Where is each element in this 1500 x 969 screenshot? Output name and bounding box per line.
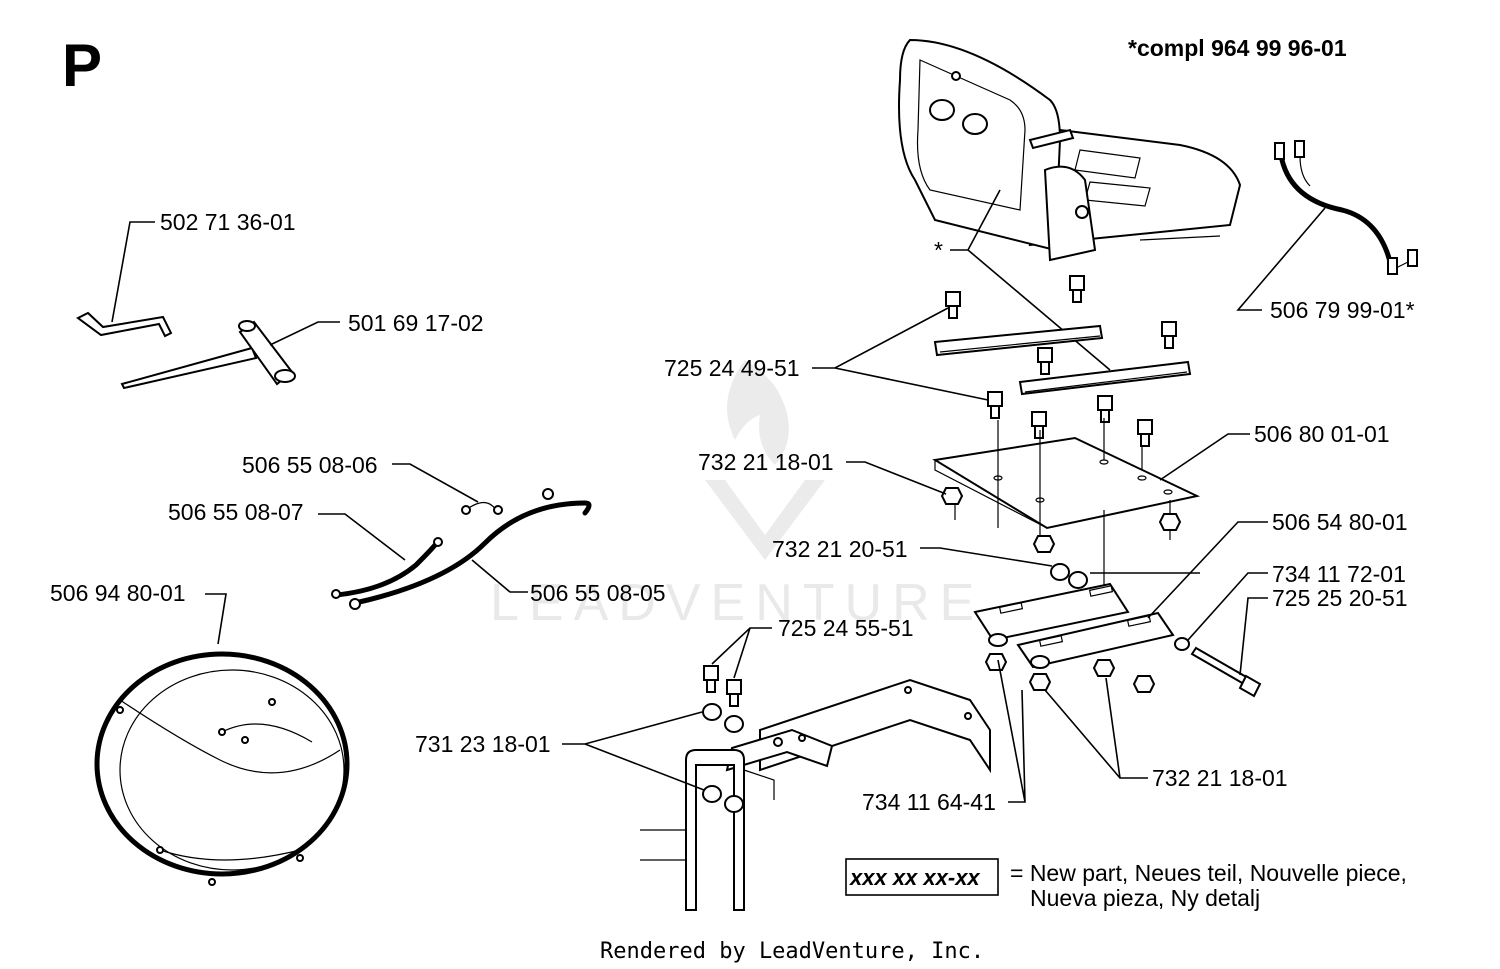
label-frame-screw: 725 24 55-51 bbox=[778, 615, 914, 641]
bracket-nuts bbox=[984, 633, 1156, 693]
leader-wiring-harness bbox=[205, 593, 227, 645]
legend-line-1: = New part, Neues teil, Nouvelle piece, bbox=[1010, 860, 1407, 886]
label-plug-wrench: 501 69 17-02 bbox=[348, 310, 484, 336]
leader-nut-small bbox=[920, 547, 1053, 567]
label-seat-plate: 506 80 01-01 bbox=[1254, 421, 1390, 447]
label-allen-key: 502 71 36-01 bbox=[160, 209, 296, 235]
watermark-flame-icon bbox=[727, 360, 789, 465]
small-nuts bbox=[1050, 563, 1088, 589]
label-cable-mid: 506 55 08-07 bbox=[168, 499, 304, 525]
label-seat-asterisk: * bbox=[934, 237, 943, 263]
label-bracket-nut: 732 21 18-01 bbox=[1152, 765, 1288, 791]
watermark-v-icon bbox=[705, 480, 825, 560]
allen-key bbox=[76, 311, 173, 338]
legend-box-text: xxx xx xx-xx bbox=[849, 865, 980, 890]
frame-nuts bbox=[702, 703, 744, 813]
plug-wrench bbox=[120, 320, 296, 390]
leader-plate-nut bbox=[846, 461, 947, 495]
leader-cable-long bbox=[471, 559, 528, 593]
legend-new-part-box bbox=[845, 858, 999, 896]
leader-cable-mid bbox=[318, 513, 406, 561]
leader-plug-wrench bbox=[269, 321, 340, 346]
plate-nuts bbox=[940, 487, 1182, 553]
wiring-harness bbox=[94, 651, 350, 886]
label-spacer: 734 11 64-41 bbox=[862, 789, 996, 815]
label-rail-screw: 725 24 49-51 bbox=[664, 355, 800, 381]
label-cable-short: 506 55 08-06 bbox=[242, 452, 378, 478]
seat-plate bbox=[932, 436, 1201, 530]
leader-seat-switch-cable bbox=[1236, 207, 1326, 311]
leader-washer bbox=[1090, 572, 1268, 641]
seat-brackets bbox=[973, 582, 1175, 669]
label-washer: 734 11 72-01 bbox=[1272, 561, 1406, 587]
leader-seat-asterisk bbox=[950, 189, 1111, 371]
label-long-bolt: 725 25 20-51 bbox=[1272, 585, 1408, 611]
leadventure-watermark: LEADVENTURE bbox=[490, 360, 984, 632]
leader-bracket-nut bbox=[1044, 677, 1148, 779]
leader-spacer bbox=[997, 659, 1026, 803]
watermark-text: LEADVENTURE bbox=[490, 574, 984, 632]
long-bolt bbox=[1190, 646, 1262, 698]
kit-note: *compl 964 99 96-01 bbox=[1128, 35, 1347, 61]
frame-screws bbox=[703, 665, 742, 707]
label-cable-long: 506 55 08-05 bbox=[530, 580, 666, 606]
seat bbox=[898, 38, 1242, 262]
leader-long-bolt bbox=[1239, 597, 1268, 676]
leader-seat-plate bbox=[1159, 433, 1250, 481]
footer-credit: Rendered by LeadVenture, Inc. bbox=[600, 939, 984, 964]
label-frame-nut: 731 23 18-01 bbox=[415, 731, 551, 757]
label-wiring-harness: 506 94 80-01 bbox=[50, 580, 186, 606]
seat-rails bbox=[933, 324, 1192, 396]
label-bracket: 506 54 80-01 bbox=[1272, 509, 1408, 535]
leader-bracket bbox=[1147, 521, 1268, 619]
leader-frame-nut bbox=[562, 711, 705, 791]
label-plate-nut: 732 21 18-01 bbox=[698, 449, 834, 475]
leader-frame-screw bbox=[711, 627, 772, 679]
label-seat-switch-cable: 506 79 99-01* bbox=[1270, 297, 1415, 323]
rail-screws bbox=[945, 275, 1177, 447]
seat-switch-cable bbox=[1274, 140, 1418, 275]
label-nut-small: 732 21 20-51 bbox=[772, 536, 908, 562]
battery-cables bbox=[331, 488, 592, 610]
frame bbox=[640, 678, 991, 911]
section-letter: P bbox=[62, 32, 102, 99]
leader-cable-short bbox=[392, 463, 479, 503]
washer bbox=[1174, 637, 1190, 651]
leader-allen-key bbox=[111, 221, 155, 323]
legend-line-2: Nueva pieza, Ny detalj bbox=[1030, 885, 1260, 911]
leader-rail-screw bbox=[812, 307, 989, 401]
